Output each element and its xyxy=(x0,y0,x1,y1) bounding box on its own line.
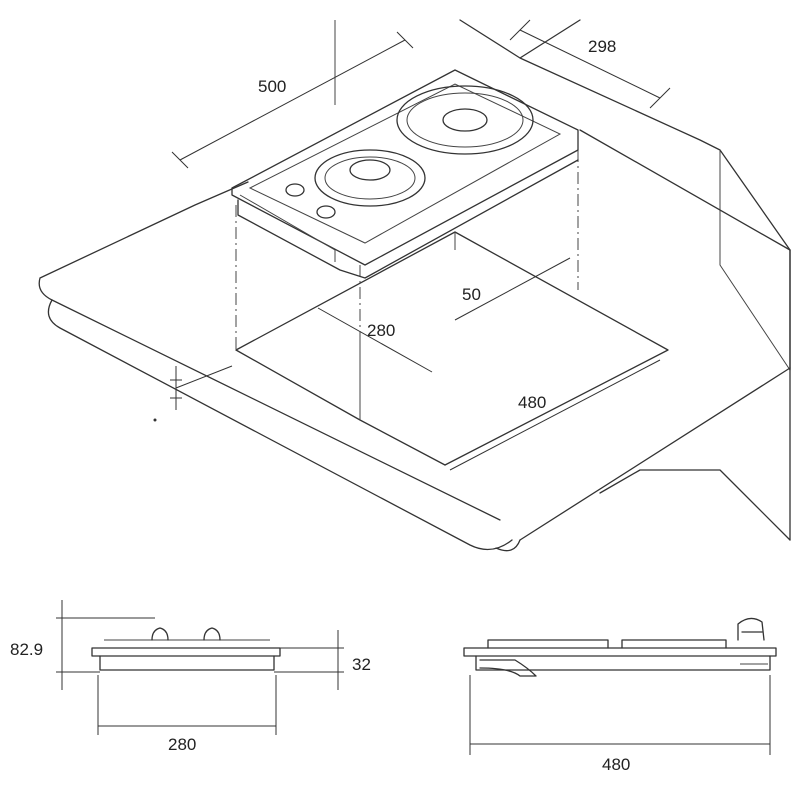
front-view-plates xyxy=(487,639,727,649)
front-view: 480 xyxy=(463,617,777,774)
dimension-480-front-label: 480 xyxy=(602,755,630,774)
large-hotplate xyxy=(396,85,534,155)
large-hotplate-ring xyxy=(406,92,524,148)
front-view-bracket xyxy=(479,659,537,677)
side-view-body xyxy=(99,655,275,671)
dimension-500-label: 500 xyxy=(258,77,286,96)
small-hotplate-center xyxy=(349,159,391,181)
wall-outline xyxy=(459,19,791,541)
dimension-32-label: 32 xyxy=(352,655,371,674)
wall-cabinet-edge xyxy=(719,150,791,371)
front-view-body xyxy=(475,655,771,671)
front-view-knob xyxy=(737,617,765,641)
worktop-right-edge xyxy=(599,249,791,541)
hob-front-face xyxy=(239,194,336,262)
hob-unit xyxy=(231,69,579,279)
dimension-50-label: 50 xyxy=(462,285,481,304)
dimension-280-cutout: 280 xyxy=(317,307,433,373)
side-view-knob-2 xyxy=(203,627,221,641)
side-view-frame-top xyxy=(91,647,281,657)
cutout-front-left xyxy=(235,349,446,466)
large-hotplate-center xyxy=(442,108,488,132)
front-view-frame xyxy=(463,647,777,657)
dimension-500: 500 xyxy=(171,31,414,169)
small-hotplate-ring xyxy=(324,156,416,200)
worktop-top-surface xyxy=(38,129,791,541)
side-view: 82.9 32 280 xyxy=(10,600,371,754)
hob-body-side xyxy=(237,159,579,279)
dimension-280-side-label: 280 xyxy=(168,735,196,754)
dimension-82-9-label: 82.9 xyxy=(10,640,43,659)
worktop-front-edge xyxy=(47,299,521,552)
small-hotplate xyxy=(314,149,426,207)
hob-frame-outer xyxy=(231,69,579,266)
dimension-50: 50 xyxy=(454,257,571,321)
control-knob-1 xyxy=(285,183,305,197)
dimension-480-cutout: 480 xyxy=(449,359,661,471)
control-knob-2 xyxy=(316,205,336,219)
worktop-thickness-marker xyxy=(153,365,233,422)
worktop-isometric-view: 500 298 50 280 480 xyxy=(38,19,791,552)
dimension-480-cutout-label: 480 xyxy=(518,393,546,412)
side-view-knob-1 xyxy=(151,627,169,641)
hob-frame-inner xyxy=(248,83,562,244)
dimension-280-cutout-label: 280 xyxy=(367,321,395,340)
dimension-298: 298 xyxy=(509,19,671,109)
cutout-back-left xyxy=(235,231,669,466)
dimension-298-label: 298 xyxy=(588,37,616,56)
